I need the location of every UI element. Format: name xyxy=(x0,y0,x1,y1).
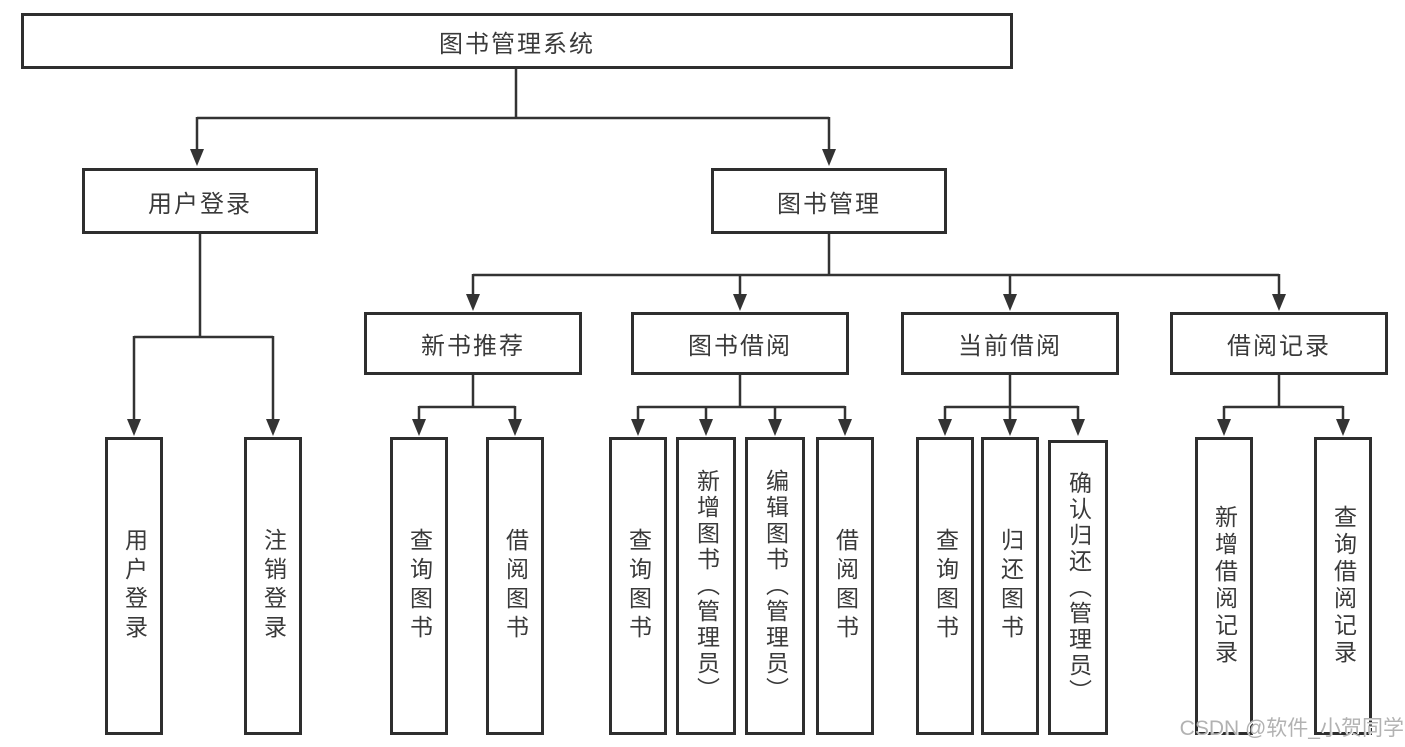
leaf-label: 新增图书（管理员） xyxy=(693,469,720,703)
leaf-label: 借阅图书 xyxy=(502,528,529,644)
leaf-label: 查询图书 xyxy=(625,528,652,644)
leaf-query-books-recommend: 查询图书 xyxy=(390,437,448,735)
node-user-login-label: 用户登录 xyxy=(148,190,252,218)
arrow-icon xyxy=(733,294,747,311)
arrow-icon xyxy=(838,419,852,436)
arrow-icon xyxy=(266,419,280,436)
leaf-label: 注销登录 xyxy=(260,528,287,644)
leaf-confirm-return-admin: 确认归还（管理员） xyxy=(1048,440,1108,735)
leaf-query-books-current: 查询图书 xyxy=(916,437,974,735)
leaf-label: 新增借阅记录 xyxy=(1211,505,1238,667)
node-root-label: 图书管理系统 xyxy=(439,30,595,58)
arrow-icon xyxy=(1003,294,1017,311)
node-current-borrowing: 当前借阅 xyxy=(901,312,1119,375)
leaf-label: 用户登录 xyxy=(121,528,148,644)
leaf-logout: 注销登录 xyxy=(244,437,302,735)
arrow-icon xyxy=(631,419,645,436)
arrow-icon xyxy=(1272,294,1286,311)
node-book-management-label: 图书管理 xyxy=(777,190,881,218)
leaf-query-borrow-record: 查询借阅记录 xyxy=(1314,437,1372,735)
arrow-icon xyxy=(412,419,426,436)
csdn-watermark: CSDN @软件_小贺同学 xyxy=(1179,717,1404,740)
arrow-icon xyxy=(938,419,952,436)
leaf-add-borrow-record: 新增借阅记录 xyxy=(1195,437,1253,735)
node-book-borrowing-label: 图书借阅 xyxy=(688,333,792,360)
arrow-icon xyxy=(1003,419,1017,436)
leaf-label: 确认归还（管理员） xyxy=(1065,470,1092,705)
leaf-label: 查询图书 xyxy=(932,528,959,644)
arrow-icon xyxy=(508,419,522,436)
arrow-icon xyxy=(699,419,713,436)
leaf-label: 查询图书 xyxy=(406,528,433,644)
node-new-book-recommend: 新书推荐 xyxy=(364,312,582,375)
arrow-icon xyxy=(466,294,480,311)
leaf-label: 借阅图书 xyxy=(832,528,859,644)
arrow-icon xyxy=(768,419,782,436)
arrow-icon xyxy=(822,149,836,166)
arrow-icon xyxy=(1217,419,1231,436)
node-new-book-recommend-label: 新书推荐 xyxy=(421,333,525,360)
node-current-borrowing-label: 当前借阅 xyxy=(958,333,1062,360)
leaf-label: 编辑图书（管理员） xyxy=(762,469,789,703)
leaf-borrow-books-recommend: 借阅图书 xyxy=(486,437,544,735)
leaf-label: 归还图书 xyxy=(997,528,1024,644)
arrow-icon xyxy=(190,149,204,166)
leaf-label: 查询借阅记录 xyxy=(1330,505,1357,667)
node-book-borrowing: 图书借阅 xyxy=(631,312,849,375)
leaf-borrow-books: 借阅图书 xyxy=(816,437,874,735)
node-book-management: 图书管理 xyxy=(711,168,947,234)
arrowheads xyxy=(127,149,1350,436)
node-user-login: 用户登录 xyxy=(82,168,318,234)
leaf-add-book-admin: 新增图书（管理员） xyxy=(676,437,736,735)
leaf-query-books-borrow: 查询图书 xyxy=(609,437,667,735)
node-borrowing-records: 借阅记录 xyxy=(1170,312,1388,375)
leaf-edit-book-admin: 编辑图书（管理员） xyxy=(745,437,805,735)
node-borrowing-records-label: 借阅记录 xyxy=(1227,333,1331,360)
connector-path xyxy=(132,69,1345,420)
leaf-user-login: 用户登录 xyxy=(105,437,163,735)
arrow-icon xyxy=(1336,419,1350,436)
arrow-icon xyxy=(127,419,141,436)
leaf-return-books: 归还图书 xyxy=(981,437,1039,735)
arrow-icon xyxy=(1071,419,1085,436)
node-root: 图书管理系统 xyxy=(21,13,1013,69)
